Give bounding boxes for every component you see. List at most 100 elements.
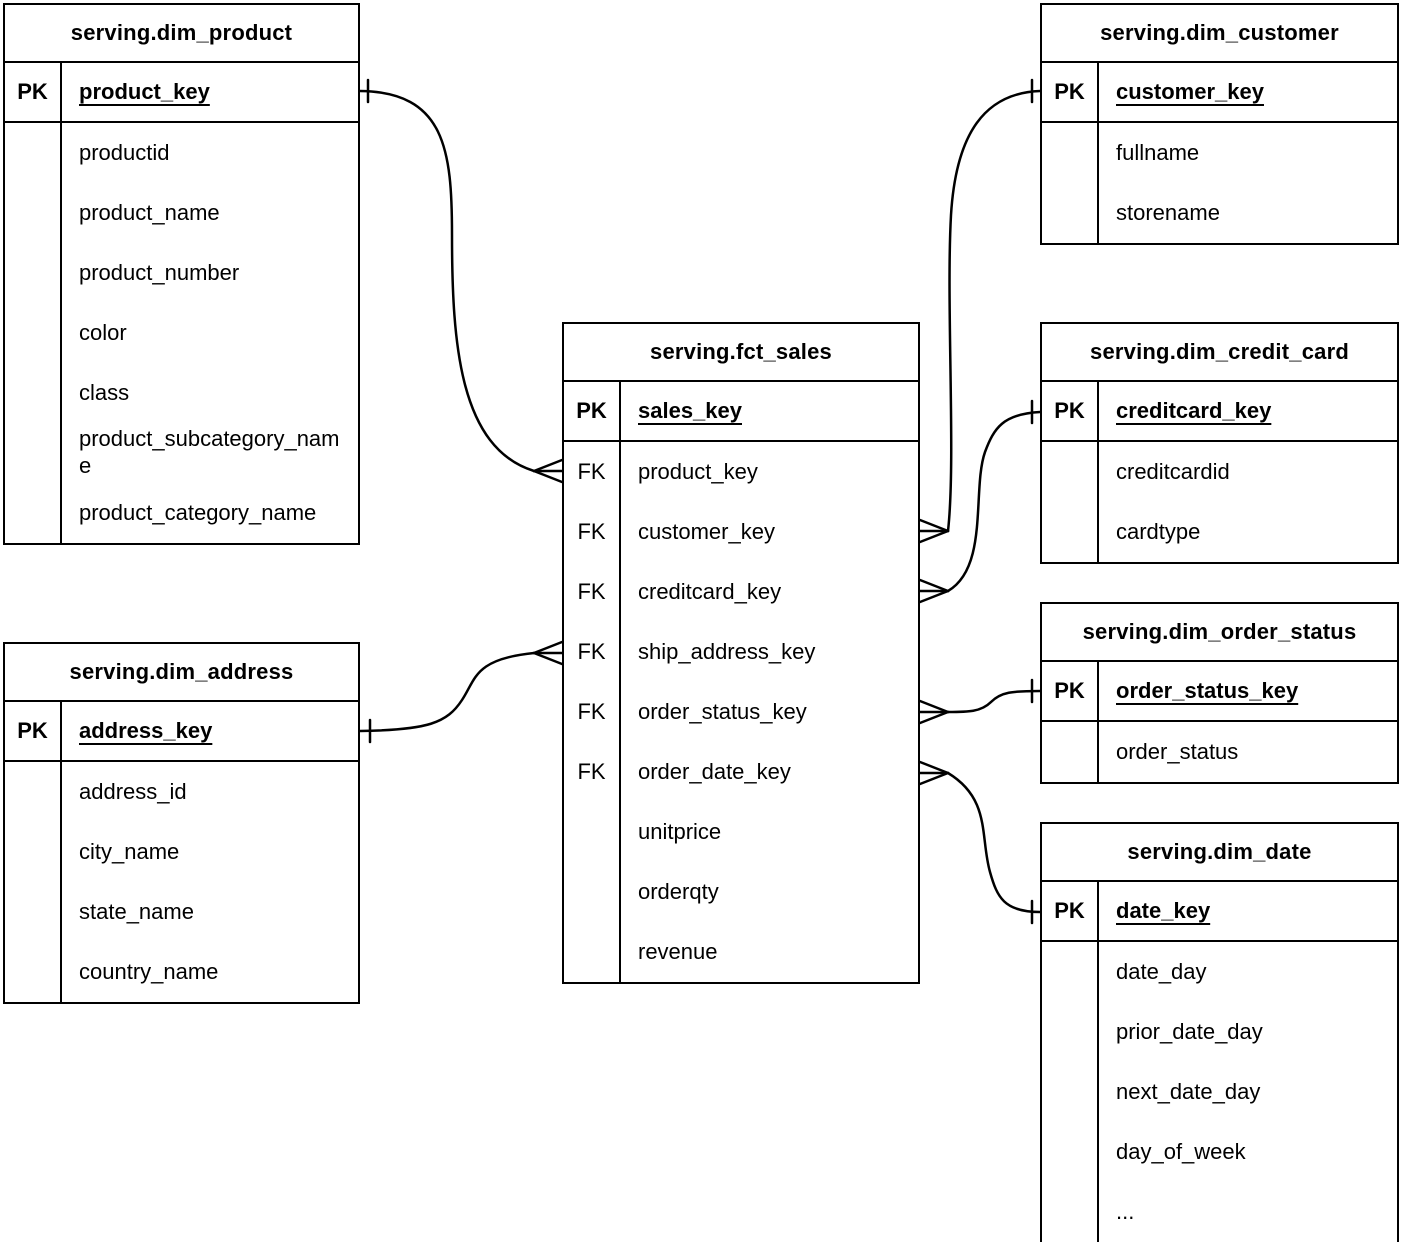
key-cell-empty xyxy=(564,802,621,862)
table-row: class xyxy=(5,363,358,423)
table-row-pk: PK date_key xyxy=(1042,882,1397,942)
table-title: serving.dim_order_status xyxy=(1042,604,1397,662)
field-name: product_category_name xyxy=(79,499,317,525)
field-name: date_day xyxy=(1116,958,1207,984)
relationship-line xyxy=(358,651,536,733)
fk-badge: FK xyxy=(564,562,621,622)
table-dim-order-status: serving.dim_order_status PK order_status… xyxy=(1040,602,1399,784)
crow-foot-icon xyxy=(918,518,950,533)
crow-foot-icon xyxy=(918,699,950,714)
field-name: revenue xyxy=(638,938,718,964)
field-name: address_id xyxy=(79,778,187,804)
table-title: serving.fct_sales xyxy=(564,324,918,382)
field-name: ... xyxy=(1116,1198,1135,1224)
table-dim-customer: serving.dim_customer PK customer_key ful… xyxy=(1040,3,1399,245)
table-dim-address: serving.dim_address PK address_key addre… xyxy=(3,642,360,1004)
relationship-creditcard_key xyxy=(918,399,1042,604)
table-row: product_category_name xyxy=(5,483,358,543)
key-cell-empty xyxy=(1042,1122,1099,1182)
key-cell-empty xyxy=(1042,942,1099,1002)
key-cell-empty xyxy=(564,922,621,982)
field-name: productid xyxy=(79,139,170,165)
field-name: product_number xyxy=(79,259,240,285)
relationship-line xyxy=(946,89,1042,533)
key-cell-empty xyxy=(5,123,62,183)
relationship-order_status_key xyxy=(918,678,1042,725)
key-cell-empty xyxy=(564,862,621,922)
pk-field-name: creditcard_key xyxy=(1116,397,1272,423)
crow-foot-icon xyxy=(532,458,564,473)
field-name: product_name xyxy=(79,199,220,225)
relationship-line xyxy=(946,771,1042,914)
field-name: cardtype xyxy=(1116,518,1201,544)
key-cell-empty xyxy=(1042,1002,1099,1062)
table-dim-date: serving.dim_date PK date_key date_day pr… xyxy=(1040,822,1399,1242)
table-row: color xyxy=(5,303,358,363)
field-name: creditcardid xyxy=(1116,458,1230,484)
crow-foot-icon xyxy=(918,578,950,593)
key-cell-empty xyxy=(5,423,62,483)
fk-badge: FK xyxy=(564,442,621,502)
pk-field-name: date_key xyxy=(1116,897,1211,923)
field-name: country_name xyxy=(79,958,219,984)
crow-foot-icon xyxy=(918,529,950,544)
crow-foot-icon xyxy=(918,589,950,604)
key-cell-empty xyxy=(1042,442,1099,502)
key-cell-empty xyxy=(5,882,62,942)
table-row-pk: PK creditcard_key xyxy=(1042,382,1397,442)
table-row: state_name xyxy=(5,882,358,942)
table-row-pk: PK sales_key xyxy=(564,382,918,442)
key-cell-empty xyxy=(5,762,62,822)
key-cell-empty xyxy=(1042,183,1099,243)
field-name: storename xyxy=(1116,199,1220,225)
table-row: cardtype xyxy=(1042,502,1397,562)
fk-badge: FK xyxy=(564,502,621,562)
relationship-product_key xyxy=(358,78,564,484)
table-row: fullname xyxy=(1042,123,1397,183)
pk-field-name: sales_key xyxy=(638,397,742,423)
table-dim-product: serving.dim_product PK product_key produ… xyxy=(3,3,360,545)
table-row: creditcardid xyxy=(1042,442,1397,502)
table-row: revenue xyxy=(564,922,918,982)
field-name: ship_address_key xyxy=(638,638,816,664)
pk-field-name: address_key xyxy=(79,717,213,743)
field-name: color xyxy=(79,319,127,345)
table-title: serving.dim_customer xyxy=(1042,5,1397,63)
field-name: city_name xyxy=(79,838,180,864)
pk-field-name: product_key xyxy=(79,78,210,104)
table-row: country_name xyxy=(5,942,358,1002)
table-row: city_name xyxy=(5,822,358,882)
table-row: prior_date_day xyxy=(1042,1002,1397,1062)
table-row-pk: PK address_key xyxy=(5,702,358,762)
pk-badge: PK xyxy=(1042,63,1099,121)
key-cell-empty xyxy=(1042,722,1099,782)
key-cell-empty xyxy=(5,243,62,303)
fk-badge: FK xyxy=(564,682,621,742)
field-name: prior_date_day xyxy=(1116,1018,1263,1044)
crow-foot-icon xyxy=(532,640,564,655)
pk-badge: PK xyxy=(564,382,621,440)
table-row-pk: PK product_key xyxy=(5,63,358,123)
table-title: serving.dim_address xyxy=(5,644,358,702)
field-name: customer_key xyxy=(638,518,775,544)
relationship-line xyxy=(358,89,536,473)
table-row: unitprice xyxy=(564,802,918,862)
field-name: class xyxy=(79,379,130,405)
pk-badge: PK xyxy=(1042,662,1099,720)
field-name: unitprice xyxy=(638,818,722,844)
table-title: serving.dim_product xyxy=(5,5,358,63)
table-row: address_id xyxy=(5,762,358,822)
pk-field-name: order_status_key xyxy=(1116,677,1299,703)
pk-badge: PK xyxy=(1042,882,1099,940)
table-row: date_day xyxy=(1042,942,1397,1002)
crow-foot-icon xyxy=(918,771,950,786)
key-cell-empty xyxy=(1042,502,1099,562)
table-row: next_date_day xyxy=(1042,1062,1397,1122)
table-row: productid xyxy=(5,123,358,183)
